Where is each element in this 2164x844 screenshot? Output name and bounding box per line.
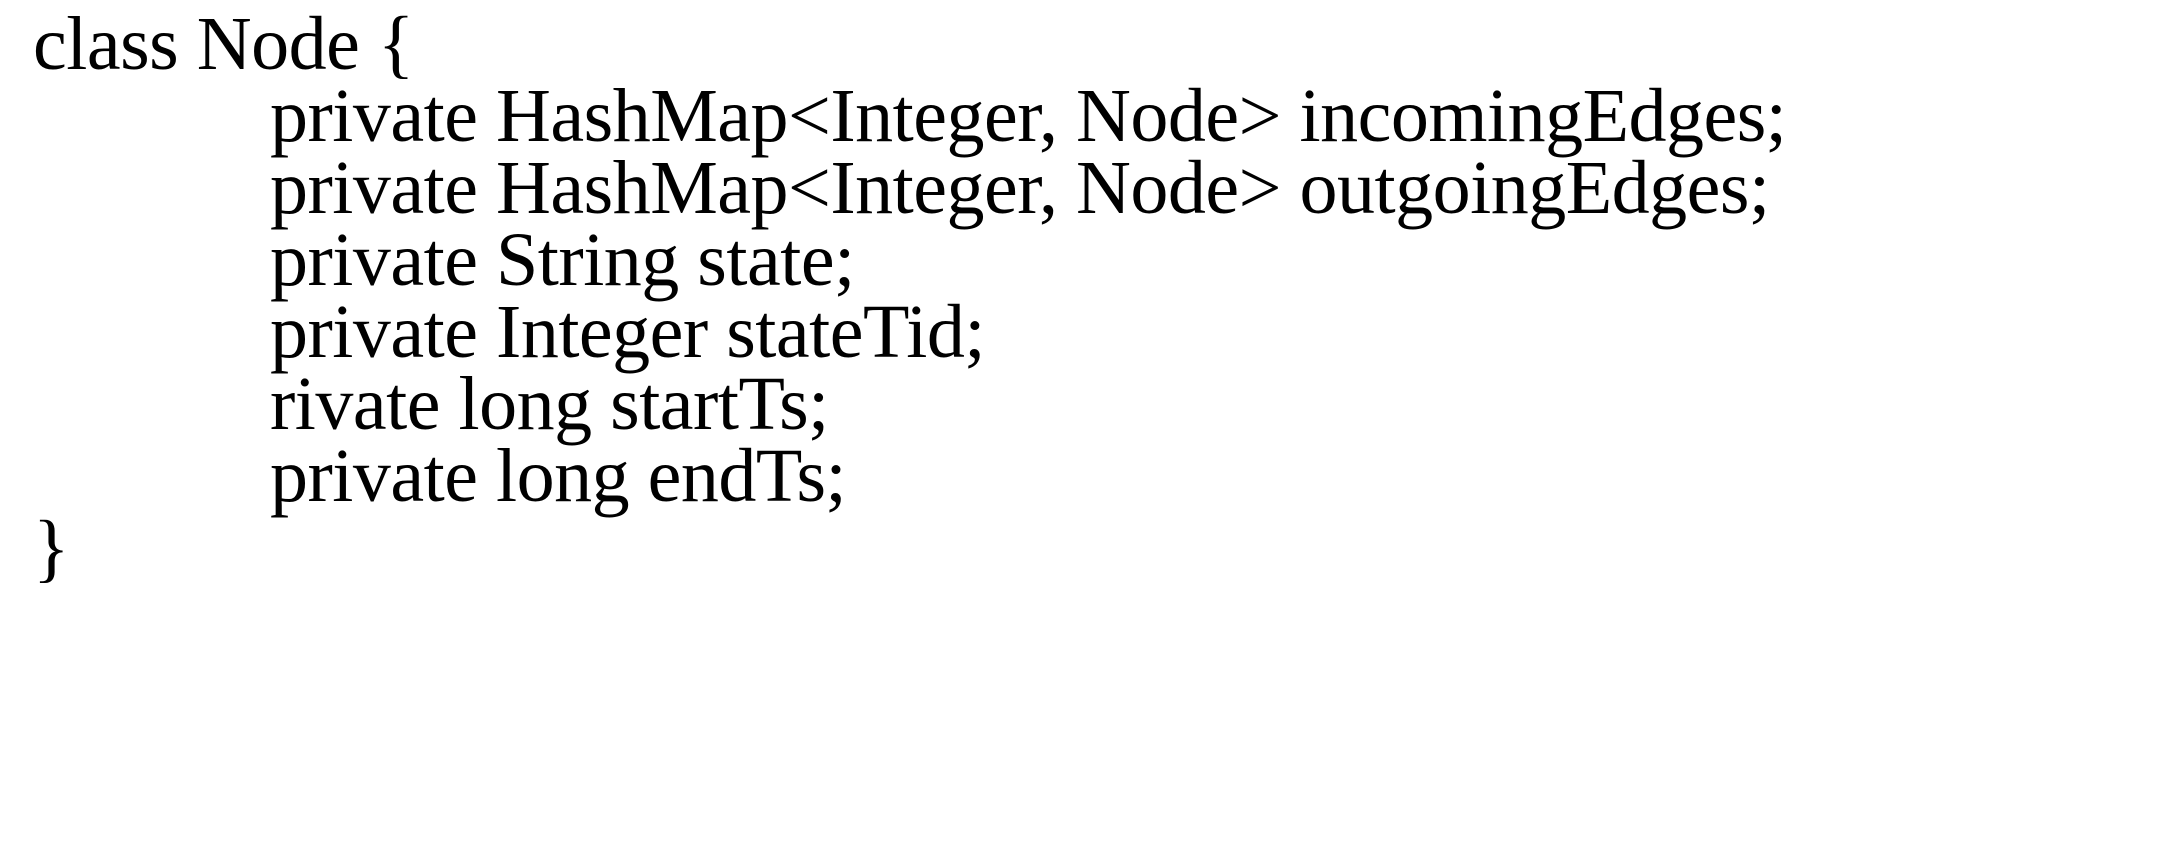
code-line-class-declaration: class Node { [33, 2, 414, 86]
code-line-field-end-ts: private long endTs; [270, 434, 847, 518]
code-line-field-outgoing-edges: private HashMap<Integer, Node> outgoingE… [270, 146, 1770, 230]
code-line-field-start-ts: rivate long startTs; [270, 362, 829, 446]
code-line-field-state: private String state; [270, 218, 855, 302]
code-line-closing-brace: } [33, 506, 69, 590]
code-line-field-state-tid: private Integer stateTid; [270, 290, 985, 374]
code-line-field-incoming-edges: private HashMap<Integer, Node> incomingE… [270, 74, 1787, 158]
